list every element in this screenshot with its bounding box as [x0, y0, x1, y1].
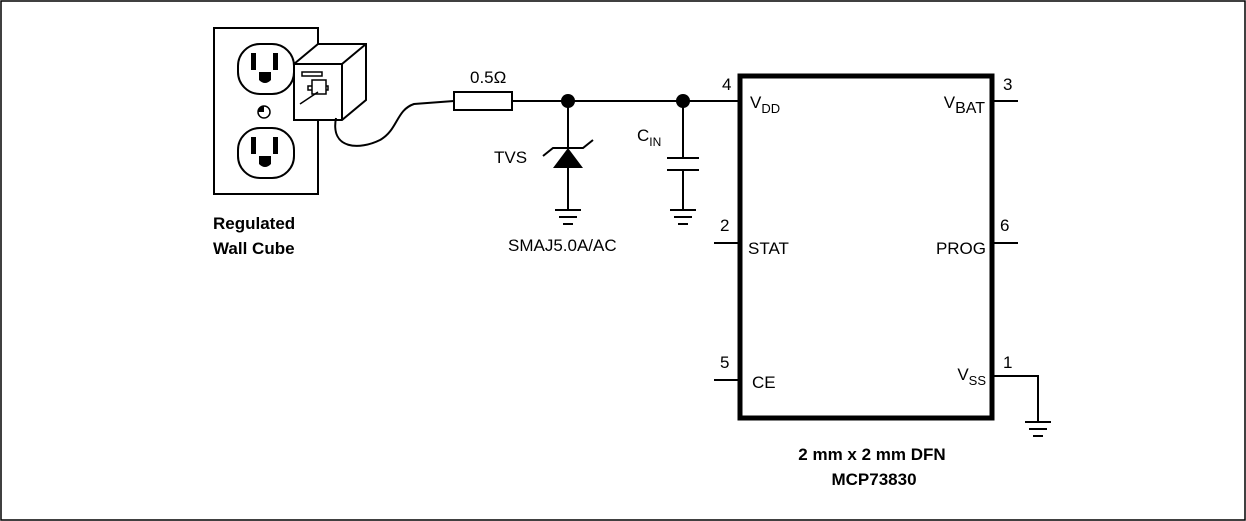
- ground-icon-cin: [670, 209, 696, 225]
- pin-label-vss: VSS: [957, 365, 986, 388]
- outlet-receptacle-top: [237, 43, 295, 95]
- wall-cube-adapter-icon: [293, 43, 367, 121]
- chip-name-label: MCP73830: [831, 470, 916, 489]
- tvs-label: TVS: [494, 148, 527, 167]
- source-label-line1: Regulated: [213, 214, 295, 233]
- tvs-part-number: SMAJ5.0A/AC: [508, 236, 617, 255]
- pin-number-ce: 5: [720, 353, 729, 372]
- ground-icon-vss: [1025, 421, 1051, 437]
- power-cord: [334, 100, 455, 147]
- pin-number-vss: 1: [1003, 353, 1012, 372]
- pin-label-stat: STAT: [748, 239, 789, 258]
- resistor: [453, 91, 513, 111]
- cin-label: CIN: [637, 126, 661, 149]
- chip-package-label: 2 mm x 2 mm DFN: [798, 445, 945, 464]
- pin-label-prog: PROG: [936, 239, 986, 258]
- source-label-line2: Wall Cube: [213, 239, 295, 258]
- pin-number-stat: 2: [720, 216, 729, 235]
- resistor-value: 0.5Ω: [470, 68, 506, 87]
- pin-label-vdd: VDD: [750, 93, 780, 116]
- outlet-receptacle-bottom: [237, 127, 295, 179]
- ground-icon-tvs: [555, 209, 581, 225]
- tvs-diode-symbol: [553, 148, 583, 168]
- ic-body: [737, 73, 995, 421]
- pin-number-vdd: 4: [722, 75, 731, 94]
- pin-label-vbat: VBAT: [944, 93, 986, 117]
- pin-number-prog: 6: [1000, 216, 1009, 235]
- pin-label-ce: CE: [752, 373, 776, 392]
- pin-number-vbat: 3: [1003, 75, 1012, 94]
